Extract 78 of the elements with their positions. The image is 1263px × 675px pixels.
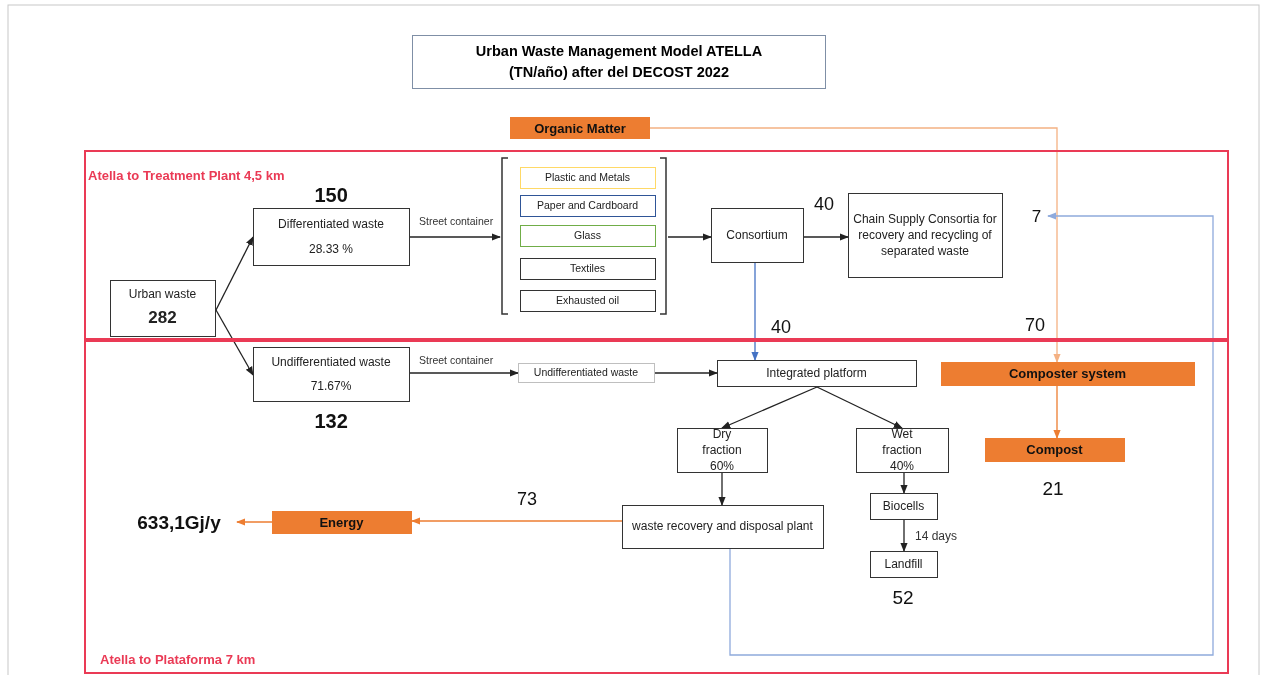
- process-box: [109, 279, 216, 337]
- box-value: 282: [148, 307, 177, 330]
- box-text: Landfill: [884, 555, 923, 573]
- highlight-box: [940, 361, 1195, 386]
- box-text: Energy: [319, 514, 364, 530]
- highlight-box: [510, 117, 650, 139]
- arrow: [900, 472, 908, 494]
- arrow: [729, 212, 1214, 656]
- quantity-label: 7: [1031, 206, 1042, 227]
- box-text: Undifferentiated waste: [271, 354, 391, 371]
- box-text: Dry fraction 60%: [701, 425, 743, 475]
- box-text: waste recovery and disposal plant: [632, 518, 813, 535]
- edge-label: Street container: [418, 216, 495, 228]
- arrow: [409, 369, 519, 377]
- quantity-label: 52: [892, 586, 914, 609]
- diagram-title: Urban Waste Management Model ATELLA (TN/año) after del DECOST 2022: [412, 35, 826, 89]
- region-heading: Atella to Plataforma 7 km: [100, 652, 256, 667]
- process-box: [621, 504, 824, 549]
- box-text: Wet fraction 40%: [881, 425, 923, 475]
- quantity-label: 633,1Gj/y: [137, 512, 221, 534]
- process-box: [519, 166, 656, 189]
- box-text: Undifferentiated waste: [533, 365, 639, 380]
- arrow: [667, 233, 712, 241]
- process-box: [517, 362, 655, 383]
- process-box: [855, 427, 949, 473]
- box-text: Textiles: [570, 261, 605, 276]
- arrow: [816, 386, 903, 429]
- quantity-label: 132: [314, 409, 348, 433]
- process-box: [716, 359, 917, 387]
- box-text: Biocells: [882, 497, 925, 515]
- process-box: [869, 550, 938, 578]
- process-box: [252, 346, 410, 402]
- arrow: [721, 386, 818, 429]
- arrow: [649, 127, 1061, 363]
- arrow: [654, 369, 718, 377]
- process-box: [519, 289, 656, 312]
- bracket-frame: [499, 156, 668, 315]
- process-box: [519, 257, 656, 280]
- arrow: [1053, 385, 1061, 439]
- highlight-box: [984, 437, 1125, 462]
- arrow: [409, 233, 501, 241]
- box-text: Glass: [574, 228, 601, 243]
- arrow: [215, 236, 254, 311]
- process-box: [519, 194, 656, 217]
- highlight-box: [271, 510, 412, 534]
- box-text: Integrated platform: [766, 364, 867, 382]
- box-text: Composter system: [1008, 366, 1126, 381]
- process-box: [676, 427, 768, 473]
- region-frame: [84, 340, 1229, 674]
- arrow: [803, 233, 849, 241]
- box-text: Urban waste: [128, 285, 197, 303]
- box-text: Compost: [1026, 442, 1083, 457]
- process-box: [519, 224, 656, 247]
- box-text: Exhausted oil: [555, 293, 619, 308]
- edge-label: Street container: [418, 355, 495, 367]
- box-value: 71.67%: [310, 377, 352, 394]
- box-value: 28.33 %: [308, 240, 353, 258]
- arrow: [718, 472, 726, 506]
- arrow: [751, 262, 759, 361]
- arrow: [411, 517, 623, 525]
- box-text: Differentiated waste: [278, 215, 384, 233]
- arrow: [236, 518, 273, 526]
- arrow: [215, 309, 254, 376]
- region-frame: [84, 150, 1229, 340]
- process-box: [252, 207, 410, 266]
- quantity-label: 21: [1042, 477, 1064, 500]
- arrow: [900, 519, 908, 552]
- box-text: Organic Matter: [534, 120, 626, 136]
- box-text: Paper and Cardboard: [537, 198, 638, 213]
- edge-label: 14 days: [914, 530, 959, 544]
- process-box: [710, 207, 804, 263]
- box-text: Plastic and Metals: [544, 170, 631, 185]
- region-heading: Atella to Treatment Plant 4,5 km: [88, 168, 285, 183]
- process-box: [869, 492, 938, 520]
- process-box: [847, 192, 1003, 278]
- box-text: Consortium: [726, 226, 788, 244]
- quantity-label: 150: [314, 183, 348, 207]
- box-text: Chain Supply Consortia for recovery and recycling of separated waste: [852, 210, 998, 260]
